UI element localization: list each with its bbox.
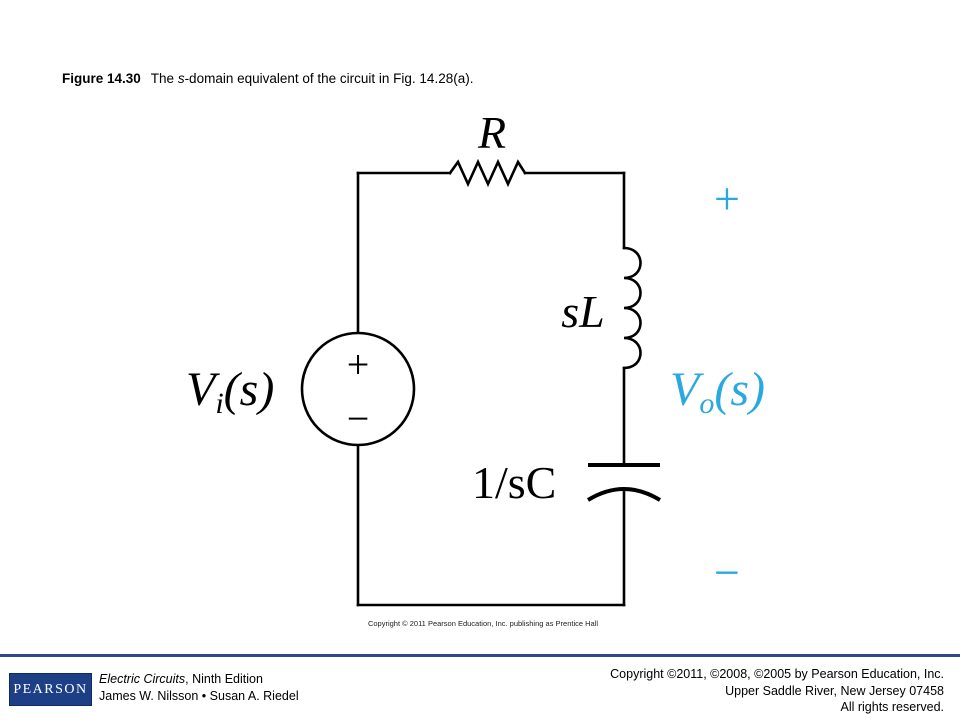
book-title-line: Electric Circuits, Ninth Edition [99, 671, 299, 688]
publisher-copyright: Copyright ©2011, ©2008, ©2005 by Pearson… [610, 666, 944, 716]
output-label-arg: (s) [714, 363, 765, 416]
copyright-line-3: All rights reserved. [840, 700, 944, 714]
copyright-line-1: Copyright ©2011, ©2008, ©2005 by Pearson… [610, 667, 944, 681]
source-label-sub: i [215, 387, 223, 420]
output-plus-sign: + [714, 173, 740, 224]
inductor-label: sL [561, 286, 604, 337]
capacitor-plate-bottom [586, 487, 662, 502]
inductor-symbol [622, 246, 642, 370]
voltage-source-circle [300, 331, 416, 447]
resistor-label: R [477, 107, 506, 158]
pearson-logo: PEARSON [9, 673, 92, 706]
capacitor-label: 1/sC [472, 457, 556, 508]
caption-text-before: The [150, 71, 178, 86]
caption-text-italic: s [177, 71, 185, 86]
footer-divider [0, 654, 960, 657]
figure-caption: Figure 14.30 The s-domain equivalent of t… [62, 71, 473, 86]
source-label: Vi(s) [186, 363, 274, 420]
book-info: Electric Circuits, Ninth Edition James W… [99, 671, 299, 705]
image-copyright: Copyright © 2011 Pearson Education, Inc.… [368, 619, 598, 628]
output-label-main: V [670, 363, 704, 416]
book-authors: James W. Nilsson • Susan A. Riedel [99, 689, 299, 703]
source-label-main: V [186, 363, 220, 416]
source-label-arg: (s) [224, 363, 275, 416]
output-label: Vo(s) [670, 363, 765, 420]
caption-text-after: -domain equivalent of the circuit in Fig… [184, 71, 474, 86]
capacitor-label-text: 1/sC [472, 457, 556, 508]
book-edition: , Ninth Edition [185, 672, 263, 686]
source-minus-sign: − [347, 396, 370, 441]
figure-label: Figure 14.30 [62, 71, 141, 86]
source-plus-sign: + [347, 342, 370, 387]
copyright-line-2: Upper Saddle River, New Jersey 07458 [725, 683, 944, 698]
circuit-diagram: + − R sL 1/sC Vi(s) + Vo(s) − Copyright … [186, 107, 765, 628]
output-minus-sign: − [714, 547, 740, 598]
resistor-symbol [448, 158, 527, 188]
book-title: Electric Circuits [99, 672, 186, 686]
output-label-sub: o [699, 387, 714, 420]
